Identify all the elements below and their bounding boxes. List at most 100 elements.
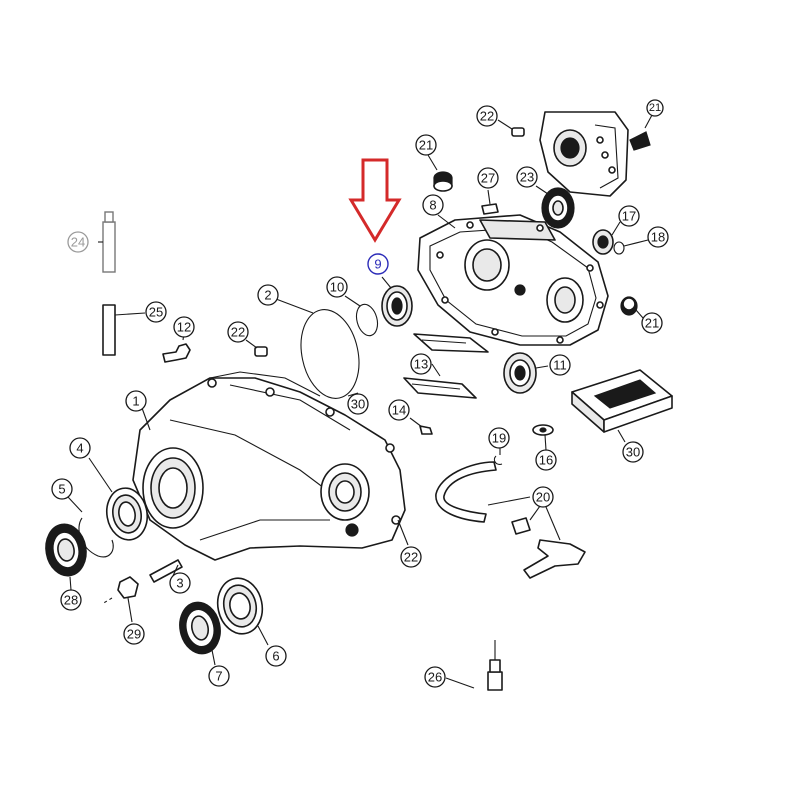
svg-text:19: 19 [492,431,506,446]
callout-25: 25 [145,301,167,323]
callout-29: 29 [123,623,145,645]
rear-cover-housing [539,111,653,197]
callout-7: 7 [208,665,230,687]
svg-text:8: 8 [429,198,436,213]
callout-30-housing: 30 [347,393,369,415]
part-7-seal [179,601,221,666]
svg-text:25: 25 [149,305,163,320]
part-25-rod [102,304,146,356]
svg-text:21: 21 [419,138,433,153]
part-5-wire-ring [67,496,114,558]
svg-text:22: 22 [231,325,245,340]
svg-text:16: 16 [539,453,553,468]
part-17-bearing [592,221,621,255]
part-26-sealant-tube [445,640,503,691]
svg-text:3: 3 [176,576,183,591]
part-11-seal [503,352,549,394]
part-8-rear-case [417,214,609,346]
part-6-bearing [216,577,269,646]
svg-text:10: 10 [330,280,344,295]
svg-text:30: 30 [351,397,365,412]
svg-text:6: 6 [272,649,279,664]
callout-8: 8 [422,194,444,216]
svg-text:22: 22 [480,109,494,124]
callout-19: 19 [488,427,510,449]
callout-17: 17 [618,205,640,227]
part-2-snap-ring [275,298,360,399]
part-10-retaining-ring [344,295,379,337]
callout-1: 1 [125,390,147,412]
part-22-pin-top [497,119,525,137]
svg-text:5: 5 [58,482,65,497]
svg-text:2: 2 [264,288,271,303]
part-21-magnet-top [427,154,453,192]
callout-5: 5 [51,478,73,500]
callout-2: 2 [257,284,279,306]
svg-text:1: 1 [132,394,139,409]
callout-21-corner: 21 [646,99,664,117]
part-18-ring [613,239,649,255]
callout-22-top: 22 [476,105,498,127]
callout-11: 11 [549,354,571,376]
callout-18: 18 [647,226,669,248]
part-16-washer [532,424,554,451]
svg-text:21: 21 [645,316,659,331]
callout-14: 14 [388,399,410,421]
svg-text:4: 4 [76,441,83,456]
part-30-control-module [571,369,673,443]
svg-text:23: 23 [520,170,534,185]
svg-text:13: 13 [414,357,428,372]
part-14-bolt [409,417,433,435]
part-20-vent-hose-assembly [435,461,586,579]
callout-22-left: 22 [227,321,249,343]
callout-16: 16 [535,449,557,471]
callout-4: 4 [69,437,91,459]
callout-3: 3 [169,572,191,594]
leader-22-housing [397,519,409,546]
part-29-nut [101,576,139,623]
part-9-seal [381,276,413,327]
callout-24-faded: 24 [67,231,89,253]
svg-text:9: 9 [374,257,381,272]
callout-9-highlighted: 9 [367,253,389,275]
svg-text:7: 7 [215,669,222,684]
svg-text:14: 14 [392,403,406,418]
svg-text:12: 12 [177,320,191,335]
svg-text:11: 11 [553,358,567,373]
svg-text:28: 28 [64,593,78,608]
callout-21-right: 21 [641,312,663,334]
callout-28: 28 [60,589,82,611]
part-28-seal [45,523,87,591]
callout-27: 27 [477,167,499,189]
part-27-bolt [481,189,499,215]
callout-10: 10 [326,276,348,298]
part-24-rod [98,211,116,273]
callout-22-bottom: 22 [400,546,422,568]
red-down-arrow [348,158,402,243]
svg-text:18: 18 [651,230,665,245]
svg-text:29: 29 [127,627,141,642]
callout-23: 23 [516,166,538,188]
svg-text:20: 20 [536,490,550,505]
svg-text:21: 21 [649,102,661,114]
callout-20: 20 [532,486,554,508]
part-19-clip [493,448,503,465]
callout-13: 13 [410,353,432,375]
callout-30-module: 30 [622,441,644,463]
part-23-seal [535,185,575,229]
part-22-pin-left [245,339,268,357]
svg-text:27: 27 [481,171,495,186]
svg-text:22: 22 [404,550,418,565]
callout-6: 6 [265,645,287,667]
callout-21-top: 21 [415,134,437,156]
svg-text:30: 30 [626,445,640,460]
part-21-magnet-right [620,296,644,319]
part-1-front-case [132,371,406,561]
svg-text:24: 24 [71,235,85,250]
svg-text:26: 26 [428,670,442,685]
part-4-seal [88,457,149,541]
callout-26: 26 [424,666,446,688]
callout-12: 12 [173,316,195,338]
part-13-gasket-plates [403,333,489,399]
